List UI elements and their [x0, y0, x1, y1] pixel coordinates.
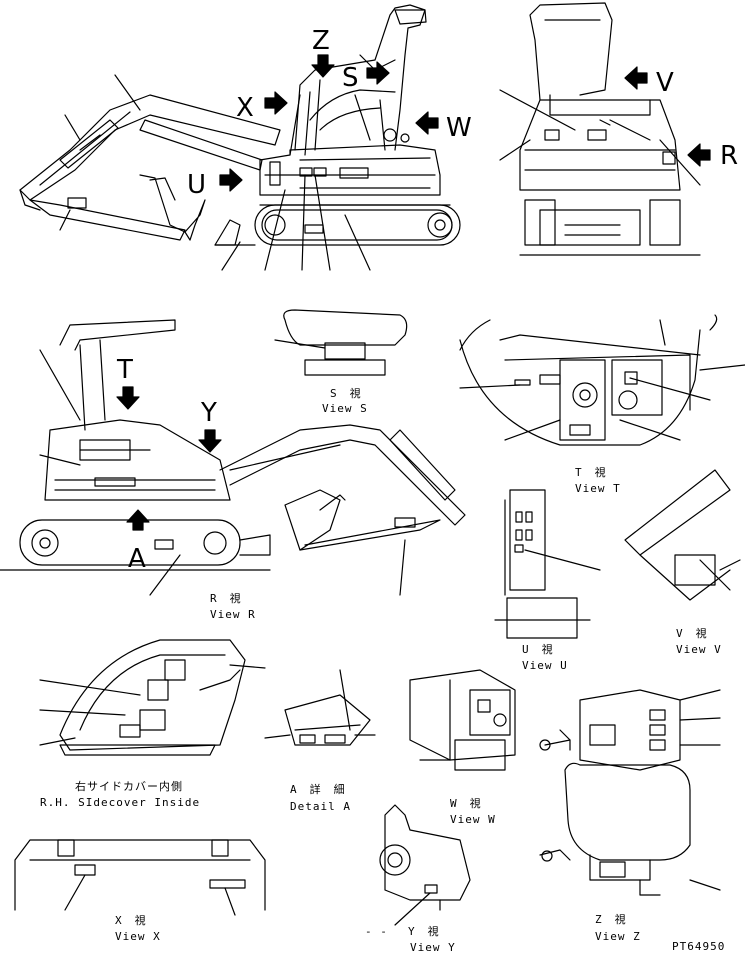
- arrow-r: [688, 144, 710, 166]
- arrow-v: [625, 67, 647, 89]
- rh-sidecover-jp: 右サイドカバー内側: [75, 780, 183, 793]
- view-u-jp: U 視: [522, 643, 554, 656]
- detail-a-jp: A 詳 細: [290, 783, 346, 796]
- excavator-side-view-left: [20, 5, 460, 270]
- view-y-drawing: [380, 805, 470, 925]
- arrow-z: [312, 55, 334, 77]
- letter-v: V: [656, 68, 674, 98]
- view-v-drawing: [625, 470, 740, 600]
- view-y-en: View Y: [410, 941, 456, 954]
- view-x-drawing: [15, 840, 265, 915]
- letter-u: U: [187, 170, 207, 200]
- view-y-jp: Y 視: [408, 925, 440, 938]
- rh-sidecover-en: R.H. SIdecover Inside: [40, 796, 201, 809]
- drawing-number: PT64950: [672, 940, 726, 953]
- arrow-t: [117, 387, 139, 409]
- view-s-jp: S 視: [330, 387, 362, 400]
- arrow-a: [127, 510, 149, 530]
- view-z-drawing: [540, 690, 720, 895]
- letter-a: A: [128, 544, 146, 574]
- letter-s: S: [342, 63, 359, 93]
- arrow-x: [265, 92, 287, 114]
- view-z-en: View Z: [595, 930, 641, 943]
- excavator-side-view-right: [0, 320, 465, 595]
- detail-a-drawing: [265, 670, 375, 745]
- view-r-en: View R: [210, 608, 256, 621]
- arrow-y: [199, 430, 221, 452]
- view-w-drawing: [410, 670, 515, 770]
- letter-t: T: [117, 355, 133, 385]
- excavator-rear-view: [500, 3, 710, 255]
- letter-w: W: [446, 113, 472, 143]
- view-u-en: View U: [522, 659, 568, 672]
- dash-marks: - -: [365, 925, 388, 938]
- detail-a-en: Detail A: [290, 800, 351, 813]
- arrow-u: [220, 169, 242, 191]
- view-z-jp: Z 視: [595, 913, 627, 926]
- view-t-jp: T 視: [575, 466, 607, 479]
- view-t-en: View T: [575, 482, 621, 495]
- view-x-en: View X: [115, 930, 161, 943]
- letter-z: Z: [312, 26, 330, 56]
- view-s-en: View S: [322, 402, 368, 415]
- arrow-s: [367, 62, 389, 84]
- view-v-en: View V: [676, 643, 722, 656]
- letter-x: X: [236, 93, 254, 123]
- view-x-jp: X 視: [115, 914, 147, 927]
- view-w-en: View W: [450, 813, 496, 826]
- view-t-drawing: [460, 315, 745, 445]
- view-s-drawing: [275, 310, 407, 375]
- rh-sidecover-drawing: [40, 640, 265, 755]
- arrow-w: [416, 112, 438, 134]
- view-w-jp: W 視: [450, 797, 482, 810]
- letter-y: Y: [201, 398, 217, 428]
- view-u-drawing: [495, 490, 600, 638]
- view-r-jp: R 視: [210, 592, 242, 605]
- letter-r: R: [720, 141, 739, 171]
- view-v-jp: V 視: [676, 627, 708, 640]
